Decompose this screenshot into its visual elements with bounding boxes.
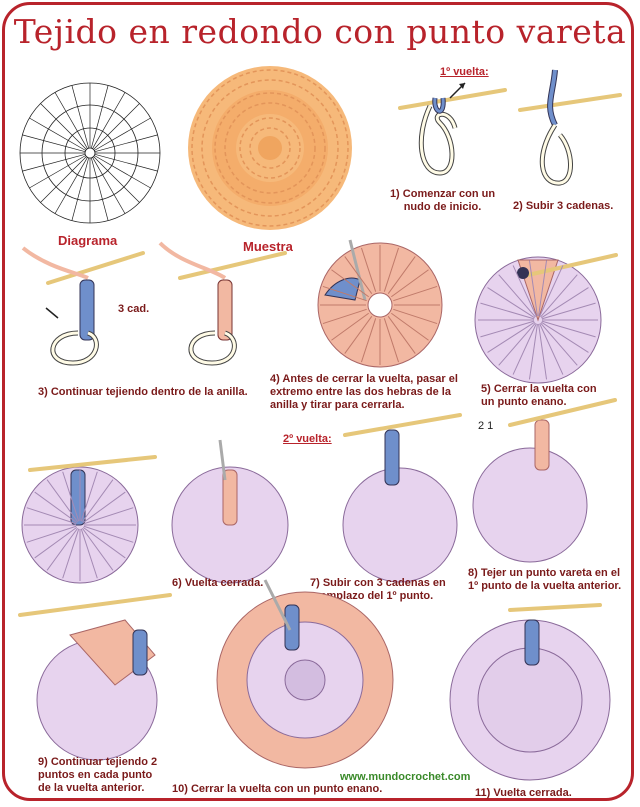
step1-illustration — [398, 82, 507, 176]
step10-illustration — [216, 579, 394, 769]
diagram-label: Diagrama — [58, 233, 118, 248]
round2-label: 2º vuelta: — [283, 433, 332, 445]
page-title: Tejido en redondo con punto vareta — [13, 12, 627, 51]
step6-illustration-b — [171, 439, 289, 584]
step3-caption: 3) Continuar tejiendo dentro de la anill… — [38, 386, 248, 398]
page-border — [2, 2, 634, 801]
step5-caption: 5) Cerrar la vuelta con un punto enano. — [481, 383, 597, 408]
step10-caption: 10) Cerrar la vuelta con un punto enano. — [172, 783, 383, 795]
step1-caption: 1) Comenzar con un nudo de inicio. — [389, 188, 496, 213]
step7-illustration — [342, 413, 462, 583]
website-link[interactable]: www.mundocrochet.com — [340, 771, 471, 783]
step8-caption: 8) Tejer un punto vareta en el 1º punto … — [468, 567, 622, 592]
ch3-label: 3 cad. — [118, 303, 150, 315]
arrow-numbers: 2 1 — [478, 420, 494, 432]
crochet-sample-photo — [188, 66, 352, 230]
step7-caption: 7) Subir con 3 cadenas en reemplazo del … — [310, 577, 446, 602]
step4-illustration — [317, 239, 443, 368]
step11-caption: 11) Vuelta cerrada. — [475, 787, 572, 799]
step2-illustration — [518, 69, 622, 186]
round1-label: 1º vuelta: — [440, 66, 489, 78]
step11-illustration — [449, 603, 611, 781]
step6-caption: 6) Vuelta cerrada. — [172, 577, 264, 589]
step4-caption: 4) Antes de cerrar la vuelta, pasar el e… — [270, 373, 458, 411]
step5-illustration — [474, 253, 618, 384]
step8-illustration — [472, 398, 617, 563]
sample-label: Muestra — [243, 239, 293, 254]
step2-caption: 2) Subir 3 cadenas. — [513, 200, 614, 212]
step3-illustration-a — [21, 246, 145, 366]
step9-illustration — [18, 593, 172, 761]
step3-illustration-b — [158, 241, 287, 366]
crochet-diagram — [19, 82, 161, 224]
step9-caption: 9) Continuar tejiendo 2 puntos en cada p… — [38, 756, 158, 794]
step6-illustration-a — [21, 455, 157, 584]
